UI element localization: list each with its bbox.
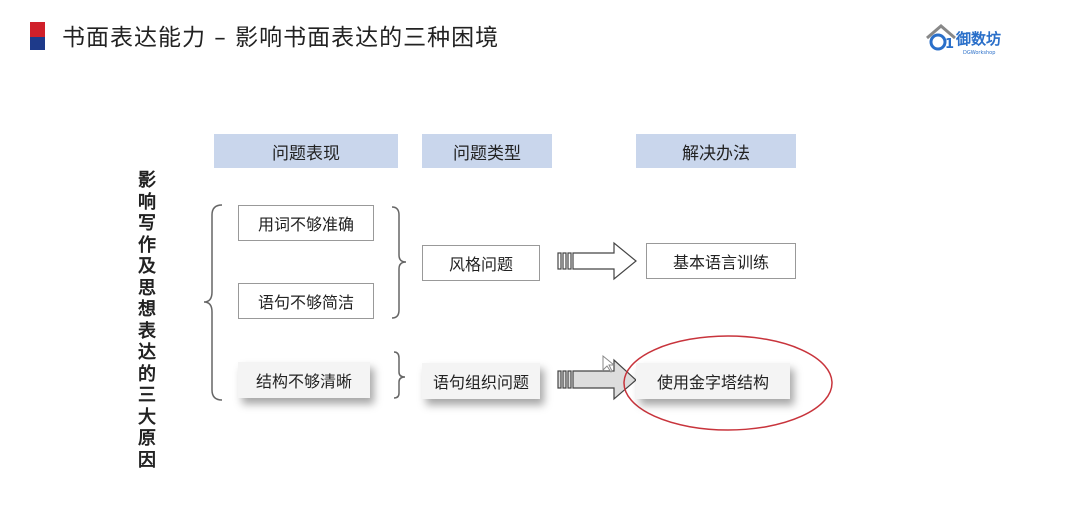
brace-structure-icon [393,351,406,399]
brace-style-icon [391,206,407,319]
title-marker-red [30,22,45,37]
symptom-conciseness: 语句不够简洁 [238,283,374,319]
title-marker-blue [30,37,45,50]
symptom-word-choice: 用词不够准确 [238,205,374,241]
header-solutions: 解决办法 [636,134,796,168]
slide-title: 书面表达能力 – 影响书面表达的三种困境 [62,25,500,51]
header-symptoms: 问题表现 [214,134,398,168]
svg-text:御数坊: 御数坊 [955,30,1001,48]
solution-language-training: 基本语言训练 [646,243,796,279]
header-types: 问题类型 [422,134,552,168]
symptom-structure: 结构不够清晰 [238,362,370,398]
logo-house-icon: 1 御数坊 DGWorkshop [926,24,1001,56]
logo: 1 御数坊 DGWorkshop [925,20,1020,70]
svg-text:1: 1 [945,37,954,52]
svg-text:DGWorkshop: DGWorkshop [963,50,995,56]
type-organization: 语句组织问题 [422,363,540,399]
cursor-icon [602,354,616,373]
type-style: 风格问题 [422,245,540,281]
side-label: 影响写作及思想表达的三大原因 [138,170,156,471]
left-brace-icon [203,204,223,401]
highlight-ellipse [623,335,833,431]
arrow-right-icon [557,241,637,281]
solution-pyramid: 使用金字塔结构 [636,363,790,399]
